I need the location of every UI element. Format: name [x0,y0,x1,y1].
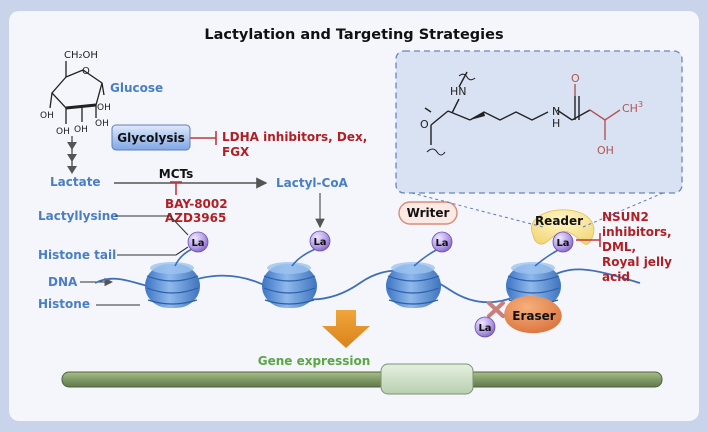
glycolysis-inhibitors-line-1: LDHA inhibitors, Dex, [222,130,367,144]
label-histone: Histone [38,297,90,311]
nucleosome-2 [262,262,317,308]
glucose-ring-o: O [82,66,90,77]
mct-inhibit-mark [170,181,182,195]
label-lactyl-coa: Lactyl-CoA [276,176,349,190]
label-glycolysis: Glycolysis [117,131,184,145]
svg-text:La: La [556,238,569,249]
structure-o-carbonyl: O [571,72,580,85]
structure-oh: OH [597,144,614,157]
structure-inset [395,50,683,194]
glucose-to-lactate-arrow [67,136,77,174]
svg-text:La: La [478,323,491,334]
glucose-oh-5: OH [95,119,109,129]
reader-inhibitor-1: NSUN2 [602,210,649,224]
reader-inhibitor-2: inhibitors, [602,225,672,239]
reader-inhibitor-4: Royal jelly [602,255,672,269]
lactyllysine-leader [115,215,189,236]
reader-inhibitor-3: DML, [602,240,636,254]
expression-arrow [322,310,370,348]
glucose-ch2oh: CH₂OH [64,50,98,61]
lactyl-group [574,84,621,140]
structure-o-left: O [420,118,429,131]
writer-badge [398,201,458,225]
svg-text:La: La [313,237,326,248]
glucose-structure: CH₂OH O OH OH OH OH OH [40,50,111,137]
glycolysis-inhibit-mark [190,131,217,145]
eraser-shape [504,296,562,334]
glucose-oh-4: OH [74,125,88,135]
diagram-title: Lactylation and Targeting Strategies [204,27,503,43]
label-writer: Writer [407,206,450,220]
mct-inhibitor-2: AZD3965 [165,211,226,225]
la-bead-4: La [552,231,574,253]
label-reader: Reader [535,214,583,228]
label-eraser: Eraser [512,309,555,323]
label-dna: DNA [48,275,78,289]
gene-bar [61,371,663,388]
inset-leader-right [582,192,664,228]
inset-leader-left [411,192,544,228]
la-bead-1: La [187,231,209,253]
lactyl-lysine-structure [424,71,591,156]
svg-text:La: La [191,238,204,249]
reader-shape [531,209,595,245]
glucose-oh-1: OH [97,103,111,113]
la-bead-2: La [309,230,331,252]
eraser-cut-mark [487,301,505,318]
nucleosome-3 [386,262,441,308]
structure-n: N [552,105,560,118]
label-glucose: Glucose [110,81,163,95]
label-histone-tail: Histone tail [38,248,116,262]
reader-inhibit-mark [576,233,601,247]
label-lactate: Lactate [50,175,101,189]
label-mcts: MCTs [159,167,193,181]
nucleosome-1 [145,262,200,308]
mct-inhibitor-1: BAY-8002 [165,197,228,211]
svg-text:La: La [435,238,448,249]
structure-hn: HN [450,85,467,98]
structure-ch3: CH3 [622,100,643,115]
gene-box [380,363,474,395]
label-gene-expression: Gene expression [258,354,371,368]
glycolysis-inhibitors-line-2: FGX [222,145,250,159]
glucose-oh-2: OH [40,111,54,121]
histone-tail-leader [117,246,189,256]
label-lactyllysine: Lactyllysine [38,209,118,223]
structure-h: H [552,117,560,130]
glucose-oh-3: OH [56,127,70,137]
la-bead-removed: La [474,316,496,338]
la-bead-3: La [431,231,453,253]
reader-inhibitor-5: acid [602,270,630,284]
